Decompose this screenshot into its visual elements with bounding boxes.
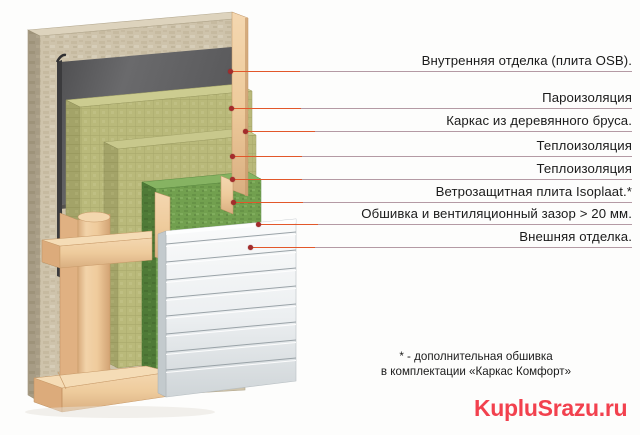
- footnote-line-1: * - дополнительная обшивка: [399, 350, 553, 363]
- callout-label-vapor: Пароизоляция: [542, 90, 632, 105]
- callout-label-exterior: Внешняя отделка.: [519, 229, 632, 244]
- callout-label-vent-gap: Обшивка и вентиляционный зазор > 20 мм.: [361, 206, 632, 221]
- callout-label-osb: Внутренняя отделка (плита OSB).: [421, 53, 632, 68]
- callout-label-isoplaat: Ветрозащитная плита Isoplaat.*: [435, 184, 632, 199]
- footnote-line-2: в комплектации «Каркас Комфорт»: [380, 365, 572, 378]
- callout-label-insulation-2: Теплоизоляция: [536, 161, 632, 176]
- wall-cross-section-illustration: [0, 0, 300, 435]
- watermark-logo: KupluSrazu.ru: [474, 395, 628, 421]
- callout-label-frame: Каркас из деревянного бруса.: [446, 113, 632, 128]
- footnote: * - дополнительная обшивка в комплектаци…: [326, 349, 626, 379]
- callout-label-insulation-1: Теплоизоляция: [536, 138, 632, 153]
